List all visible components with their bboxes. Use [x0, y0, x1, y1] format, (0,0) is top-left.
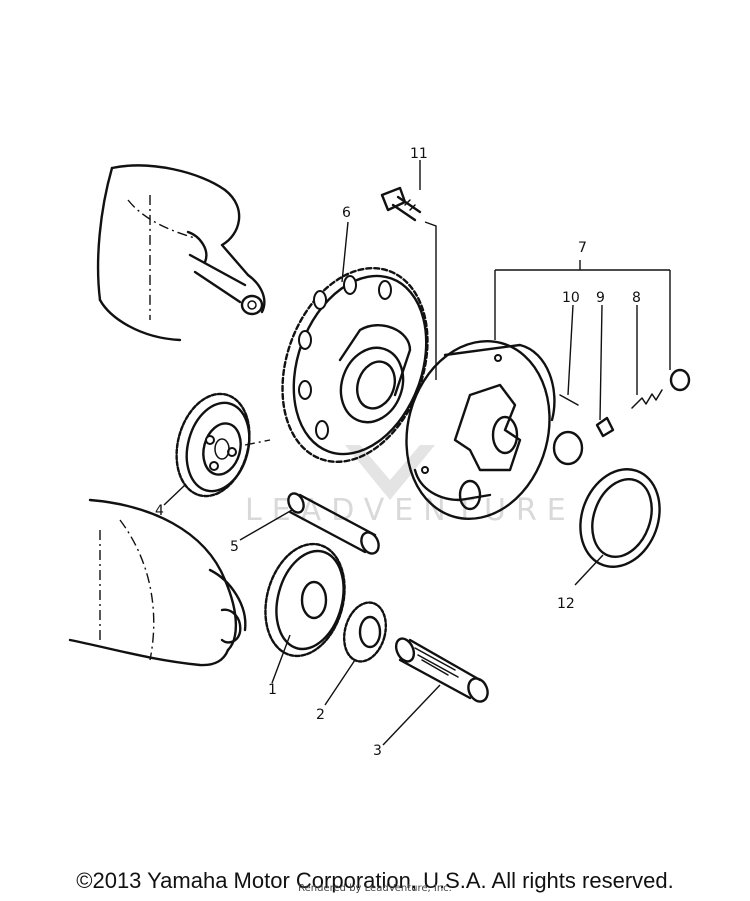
part-5-shaft	[287, 492, 380, 555]
callout-6: 6	[342, 205, 351, 221]
callout-9: 9	[596, 290, 605, 306]
part-10-roller	[552, 394, 584, 466]
callout-2: 2	[316, 707, 325, 723]
copyright-notice: ©2013 Yamaha Motor Corporation, U.S.A. A…	[76, 868, 674, 893]
part-11-bolt	[380, 186, 422, 222]
callout-1: 1	[268, 682, 277, 698]
part-6-ring-gear	[281, 266, 429, 464]
callout-7: 7	[578, 240, 587, 256]
callout-labels: 1 2 3 4 5 6 7 8 9 10 11 12	[155, 146, 641, 759]
watermark-text: LEADVENTURE	[245, 493, 576, 528]
callout-12: 12	[557, 596, 575, 612]
part-2-small-gear	[342, 601, 388, 663]
part-8-spring-cap	[631, 368, 691, 409]
part-12-washer	[579, 468, 661, 568]
callout-8: 8	[632, 290, 641, 306]
crankshaft-drawing	[96, 164, 266, 342]
callout-4: 4	[155, 503, 164, 519]
part-4-idler-gear	[175, 392, 251, 498]
callout-11: 11	[410, 146, 428, 162]
part-3-splined-shaft	[394, 637, 489, 703]
part-9-plunger	[595, 416, 615, 438]
part-7-clutch-body	[405, 339, 556, 521]
rendered-by-notice: Rendered by LeadVenture, Inc.	[298, 883, 452, 894]
callout-3: 3	[373, 743, 382, 759]
parts-diagram: LEADVENTURE	[68, 146, 691, 759]
leader-lines	[163, 160, 671, 746]
part-1-gear	[264, 542, 346, 658]
starter-motor-drawing	[68, 498, 247, 667]
callout-10: 10	[562, 290, 580, 306]
callout-5: 5	[230, 539, 239, 555]
watermark-logo: LEADVENTURE	[245, 445, 576, 528]
